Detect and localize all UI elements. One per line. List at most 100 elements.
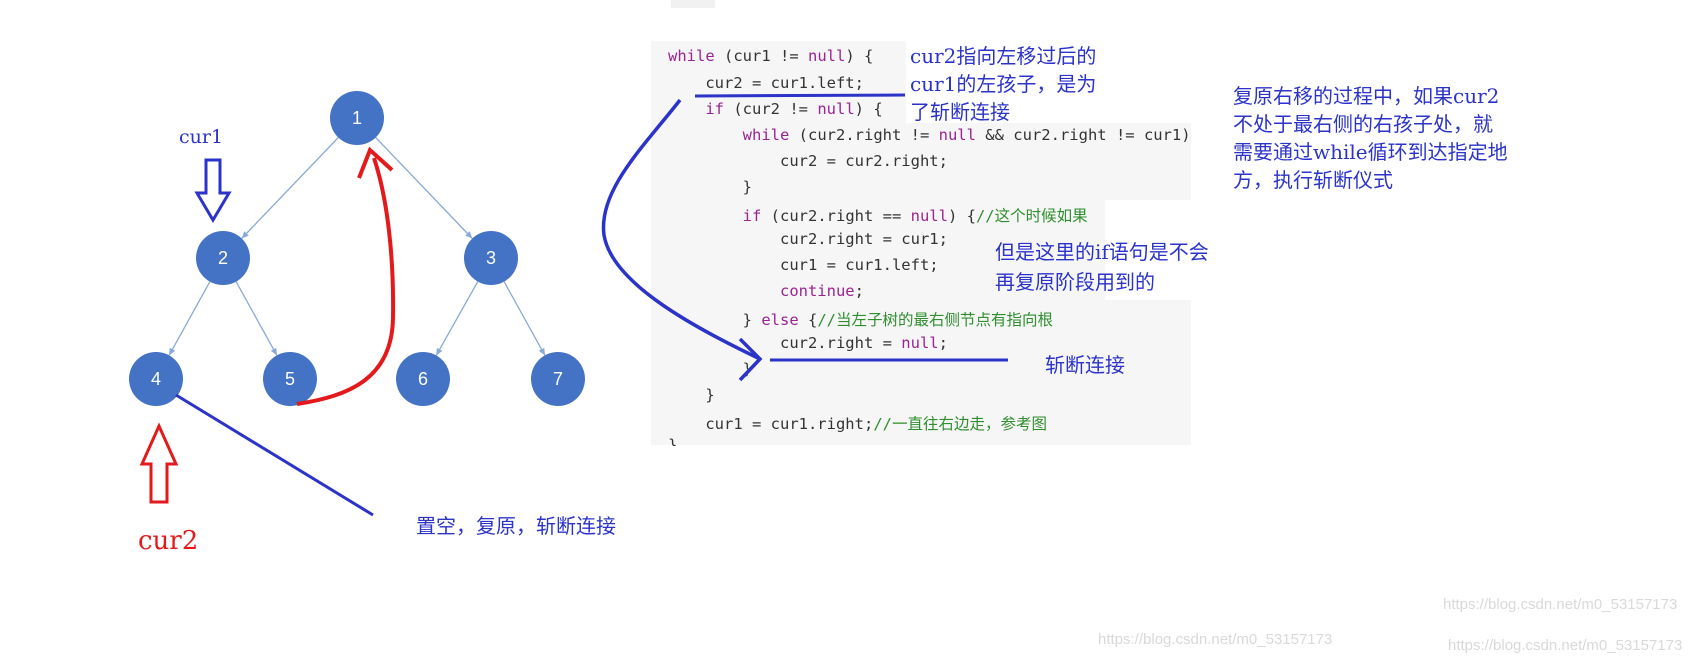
tree-node-3: 3 bbox=[464, 231, 518, 285]
tree-node-label: 7 bbox=[553, 369, 563, 389]
restore-note-line-2: 不处于最右侧的右孩子处，就 bbox=[1233, 112, 1493, 136]
code-line-12: cur2.right = null; bbox=[668, 334, 948, 352]
code-text: (cur2.right != bbox=[789, 126, 939, 144]
code-line-7: if (cur2.right == null) {//这个时候如果 bbox=[668, 204, 1088, 226]
code-line-1: while (cur1 != null) { bbox=[668, 47, 873, 65]
code-keyword: if bbox=[742, 207, 762, 225]
cut-note: 斩断连接 bbox=[1045, 353, 1125, 377]
code-line-14: } bbox=[668, 386, 715, 404]
restore-note-line-3: 需要通过while循环到达指定地 bbox=[1233, 140, 1508, 164]
code-keyword: while bbox=[668, 47, 715, 65]
tree-node-label: 6 bbox=[418, 369, 428, 389]
code-text: ) { bbox=[845, 47, 874, 65]
annotation-backdrop bbox=[906, 41, 1196, 123]
code-text: } bbox=[668, 178, 752, 196]
left-child-note-line-1: cur2指向左移过后的 bbox=[910, 44, 1097, 68]
red-arrow-head bbox=[357, 146, 394, 179]
code-text: { bbox=[798, 311, 818, 329]
code-text: (cur1 != bbox=[714, 47, 808, 65]
code-line-16: } bbox=[668, 436, 677, 446]
watermark: https://blog.csdn.net/m0_53157173 bbox=[1098, 631, 1333, 648]
code-line-5: cur2 = cur2.right; bbox=[668, 152, 948, 170]
tree-node-circle bbox=[531, 352, 585, 406]
tree-node-circle bbox=[263, 352, 317, 406]
left-child-note-line-2: cur1的左孩子，是为 bbox=[910, 72, 1097, 96]
code-text: } bbox=[668, 386, 715, 404]
tree-edges bbox=[168, 137, 546, 356]
tree-node-6: 6 bbox=[396, 352, 450, 406]
code-line-11: } else {//当左子树的最右侧节点有指向根 bbox=[668, 308, 1053, 330]
tree-edge-n2-n5 bbox=[235, 281, 278, 356]
code-line-10: continue; bbox=[668, 282, 864, 300]
left-child-note-line-3: 了斩断连接 bbox=[910, 100, 1010, 124]
code-text: cur2 = cur2.right; bbox=[668, 152, 948, 170]
code-text: } bbox=[668, 360, 752, 378]
cur2-label: cur2 bbox=[138, 526, 199, 556]
watermark: https://blog.csdn.net/m0_53157173 bbox=[1443, 596, 1678, 613]
code-underline-left bbox=[694, 93, 906, 98]
code-panel-tab bbox=[671, 0, 715, 8]
watermark: https://blog.csdn.net/m0_53157173 bbox=[1448, 637, 1683, 654]
code-text: ) { bbox=[854, 100, 883, 118]
tree-edge-n1-n2 bbox=[241, 137, 339, 239]
tree-node-circle bbox=[196, 231, 250, 285]
code-line-13: } bbox=[668, 360, 752, 378]
null-restore-note: 置空，复原，斩断连接 bbox=[416, 514, 616, 538]
null-restore-line bbox=[175, 393, 374, 517]
code-text: ) { bbox=[947, 207, 976, 225]
code-keyword: while bbox=[742, 126, 790, 144]
code-text: (cur2 != bbox=[724, 100, 818, 118]
code-comment: //一直往右边走，参考图 bbox=[873, 415, 1047, 433]
code-text: (cur2.right == bbox=[761, 207, 911, 225]
tree-node-circle bbox=[464, 231, 518, 285]
code-comment: //当左子树的最右侧节点有指向根 bbox=[817, 311, 1053, 329]
blue-flow-curve bbox=[601, 98, 761, 361]
code-text: cur2.right = bbox=[668, 334, 902, 352]
code-comment: //这个时候如果 bbox=[975, 207, 1088, 225]
tree-node-7: 7 bbox=[531, 352, 585, 406]
code-text: cur1 = cur1.left; bbox=[668, 256, 939, 274]
code-keyword: else bbox=[761, 311, 799, 329]
tree-node-circle bbox=[129, 352, 183, 406]
cur1-label: cur1 bbox=[179, 126, 224, 148]
code-literal: null bbox=[817, 100, 855, 118]
code-line-6: } bbox=[668, 178, 752, 196]
if-note-line-1: 但是这里的if语句是不会 bbox=[995, 240, 1209, 264]
code-text: && cur2.right != cur1) bbox=[975, 126, 1191, 144]
annotation-backdrop bbox=[1105, 200, 1265, 300]
cur2-pointer-arrow bbox=[139, 422, 179, 504]
tree-edge-n3-n6 bbox=[435, 281, 479, 356]
code-literal: null bbox=[901, 334, 939, 352]
tree-edge-n1-n3 bbox=[375, 137, 473, 239]
tree-node-4: 4 bbox=[129, 352, 183, 406]
code-text: cur2 = cur1.left; bbox=[668, 74, 864, 92]
tree-node-circle bbox=[396, 352, 450, 406]
tree-node-label: 2 bbox=[218, 248, 228, 268]
code-literal: null bbox=[910, 207, 948, 225]
cur1-pointer-arrow bbox=[194, 158, 232, 223]
code-line-15: cur1 = cur1.right;//一直往右边走，参考图 bbox=[668, 412, 1047, 434]
code-text: cur1 = cur1.right; bbox=[668, 415, 874, 433]
tree-node-1: 1 bbox=[330, 91, 384, 145]
code-keyword: continue bbox=[779, 282, 855, 300]
code-keyword: if bbox=[705, 100, 724, 118]
code-line-3: if (cur2 != null) { bbox=[668, 100, 883, 118]
code-text: } bbox=[668, 311, 762, 329]
if-note-line-2: 再复原阶段用到的 bbox=[995, 270, 1155, 294]
code-text: cur2.right = cur1; bbox=[668, 230, 948, 248]
code-text: } bbox=[668, 436, 678, 446]
code-text: ; bbox=[938, 334, 948, 352]
tree-node-label: 1 bbox=[352, 108, 362, 128]
code-literal: null bbox=[808, 47, 846, 65]
restore-note-line-4: 方，执行斩断仪式 bbox=[1233, 168, 1393, 192]
tree-node-circle bbox=[330, 91, 384, 145]
tree-nodes: 1 2 3 4 5 6 7 bbox=[129, 91, 585, 406]
tree-node-label: 3 bbox=[486, 248, 496, 268]
tree-edge-n2-n4 bbox=[168, 281, 211, 356]
red-return-arrow bbox=[296, 157, 396, 406]
tree-node-5: 5 bbox=[263, 352, 317, 406]
restore-note-line-1: 复原右移的过程中，如果cur2 bbox=[1233, 84, 1500, 108]
code-literal: null bbox=[938, 126, 976, 144]
